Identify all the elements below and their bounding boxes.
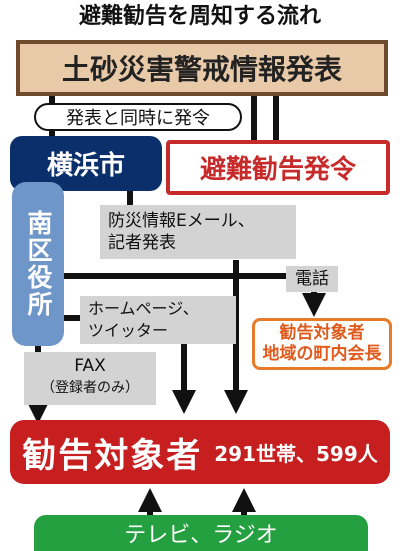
fax-box: FAX （登録者のみ） <box>24 352 156 405</box>
minami-ward-office-box: 南区役所 <box>12 182 64 346</box>
community-leader-line2: 地域の町内会長 <box>262 344 382 364</box>
phone-label: 電話 <box>286 266 338 292</box>
simultaneous-issue-label: 発表と同時に発令 <box>34 103 242 131</box>
homepage-line1: ホームページ、 <box>88 299 199 318</box>
yokohama-city-box: 横浜市 <box>10 136 162 191</box>
fax-line2: （登録者のみ） <box>41 380 139 396</box>
disaster-email-line1: 防災情報Eメール、 <box>108 211 255 231</box>
advisory-target-label: 勧告対象者 <box>22 435 203 476</box>
tv-radio-box: テレビ、ラジオ <box>34 515 368 551</box>
fax-line1: FAX <box>74 356 106 376</box>
disaster-email-line2: 記者発表 <box>108 233 176 253</box>
advisory-target-count: 291世帯、599人 <box>214 441 378 466</box>
community-leader-box: 勧告対象者 地域の町内会長 <box>252 318 392 370</box>
minami-ward-label: 南区役所 <box>24 210 53 318</box>
homepage-line2: ツイッター <box>88 321 169 340</box>
diagram-title: 避難勧告を周知する流れ <box>78 4 321 29</box>
advisory-target-box: 勧告対象者 291世帯、599人 <box>10 420 390 484</box>
homepage-twitter-box: ホームページ、 ツイッター <box>80 296 236 344</box>
landslide-alert-box: 土砂災害警戒情報発表 <box>16 40 388 96</box>
disaster-email-box: 防災情報Eメール、 記者発表 <box>100 205 296 259</box>
evacuation-advisory-box: 避難勧告発令 <box>166 140 390 195</box>
community-leader-line1: 勧告対象者 <box>279 323 365 343</box>
